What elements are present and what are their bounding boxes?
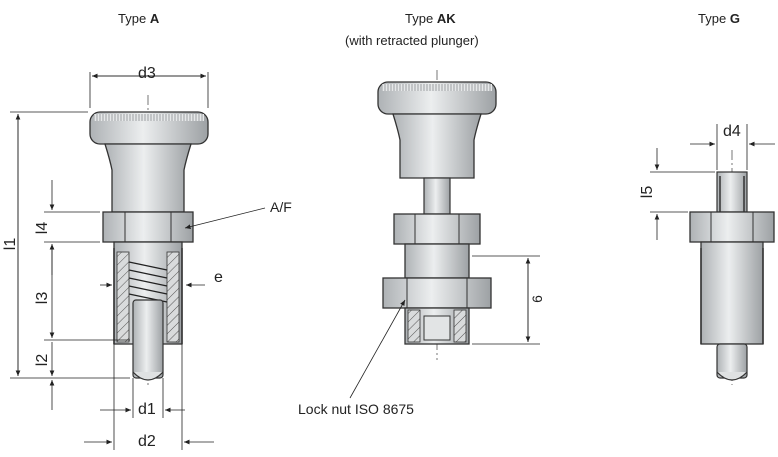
type-g-prefix: Type [698,11,727,26]
dim-l2-label: l2 [34,353,52,367]
dim-d3-text: d3 [138,65,156,82]
type-ak-title: Type AK [405,12,456,25]
dim-l5-label: l5 [639,185,657,199]
type-ak-code: AK [436,11,456,26]
dim-d2-label: d2 [138,433,156,450]
dim-d1-label: d1 [138,401,156,418]
type-g-code: G [729,11,740,26]
type-ak-prefix: Type [405,11,434,26]
type-a-pin [89,95,209,385]
type-a-dimensions [10,72,266,450]
type-ak-pin [377,70,497,360]
lock-nut-callout: Lock nut ISO 8675 [298,401,414,417]
type-a-prefix: Type [118,11,147,26]
dim-d4-label: d4 [723,123,741,140]
dim-l4-label: l4 [34,221,52,235]
dim-l1-label: l1 [2,237,20,251]
dim-six-label: 6 [528,295,545,303]
dim-e-label: e [214,269,223,286]
type-g-pin [689,150,775,385]
dim-l3-label: l3 [34,291,52,305]
type-a-code: A [149,11,160,26]
type-ak-dimensions [349,255,540,399]
dim-af-label: A/F [270,199,292,215]
dim-d3-label: d3 [138,66,156,82]
type-g-title: Type G [698,12,740,25]
type-g-dimensions [650,124,775,240]
type-a-title: Type A [118,12,159,25]
type-ak-subtitle: (with retracted plunger) [345,33,479,48]
